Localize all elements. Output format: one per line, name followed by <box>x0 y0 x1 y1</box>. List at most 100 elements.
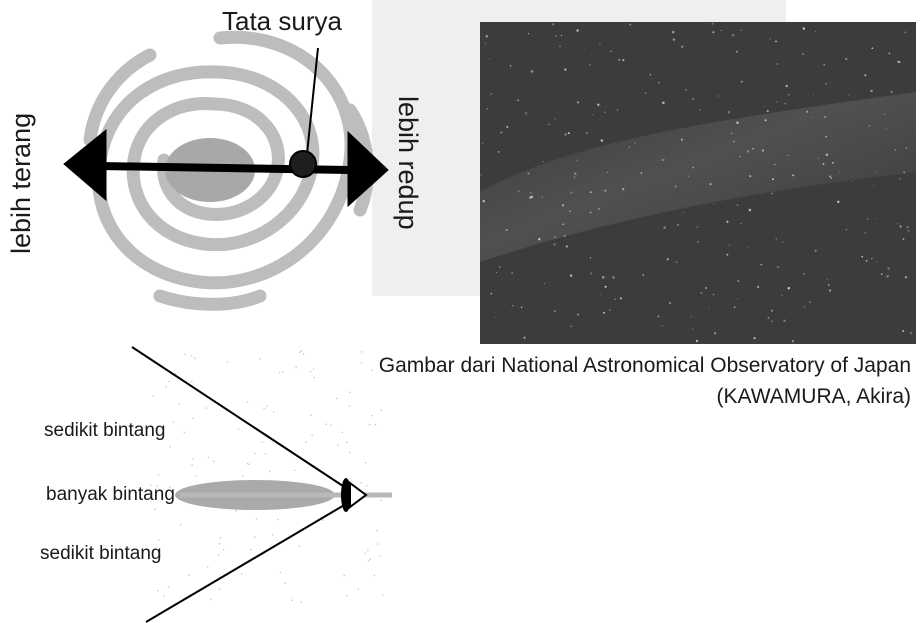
dust-speck <box>237 428 240 430</box>
star-speck <box>657 160 659 161</box>
dust-speck <box>261 441 264 443</box>
star-speck <box>576 159 578 161</box>
star-speck <box>672 38 676 41</box>
dust-speck <box>310 414 312 416</box>
star-speck <box>776 101 778 103</box>
star-speck <box>554 118 556 120</box>
star-speck <box>644 91 647 95</box>
dimmer-label: lebih redup <box>393 96 423 230</box>
star-speck <box>740 80 743 83</box>
star-speck <box>604 105 606 107</box>
star-speck <box>817 157 819 159</box>
star-speck <box>657 315 660 318</box>
dust-speck <box>336 397 338 400</box>
star-speck <box>668 302 672 305</box>
star-speck <box>776 63 779 65</box>
dust-speck <box>240 573 243 575</box>
dust-speck <box>364 461 367 464</box>
dust-speck <box>172 421 175 423</box>
dust-speck <box>291 599 293 601</box>
star-speck <box>642 274 645 276</box>
dust-speck <box>298 545 301 547</box>
dust-speck <box>313 376 315 379</box>
dust-speck <box>379 555 382 557</box>
star-speck <box>830 82 832 84</box>
dust-speck <box>364 552 367 555</box>
star-speck <box>845 57 848 61</box>
eye-lens-icon <box>341 478 351 512</box>
star-speck <box>809 301 811 303</box>
star-speck <box>825 153 829 157</box>
star-speck <box>704 286 708 290</box>
star-speck <box>548 123 550 126</box>
dust-speck <box>235 510 238 512</box>
star-speck <box>588 63 591 66</box>
milky-way-photo <box>480 22 916 344</box>
dust-speck <box>346 594 348 597</box>
star-speck <box>781 294 783 296</box>
star-speck <box>851 180 853 182</box>
star-speck <box>524 112 528 115</box>
star-speck <box>775 238 777 240</box>
star-speck <box>739 155 741 158</box>
star-speck <box>712 31 715 34</box>
star-speck <box>517 190 520 192</box>
star-speck <box>622 59 625 62</box>
star-speck <box>585 132 588 134</box>
many-stars-label: banyak bintang <box>46 484 175 505</box>
star-speck <box>649 73 652 76</box>
star-speck <box>784 103 786 105</box>
dust-speck <box>380 409 383 412</box>
star-speck <box>717 95 719 97</box>
star-speck <box>813 94 815 96</box>
star-speck <box>561 204 565 207</box>
dust-speck <box>295 366 297 369</box>
star-speck <box>899 225 902 228</box>
star-speck <box>829 175 832 178</box>
star-speck <box>606 172 608 174</box>
star-speck <box>896 223 898 225</box>
dust-speck <box>311 434 313 436</box>
dust-speck <box>157 589 159 592</box>
star-speck <box>713 332 717 335</box>
dust-speck <box>206 566 209 568</box>
dust-speck <box>192 417 194 420</box>
star-speck <box>480 173 482 176</box>
star-speck <box>803 306 806 308</box>
dust-speck <box>157 473 160 476</box>
star-speck <box>600 105 602 107</box>
star-speck <box>845 228 848 231</box>
dust-speck <box>178 403 181 406</box>
dust-speck <box>361 351 363 353</box>
star-speck <box>517 99 519 102</box>
dust-speck <box>277 518 279 521</box>
star-speck <box>848 94 850 96</box>
dust-speck <box>309 370 312 373</box>
star-speck <box>885 128 887 130</box>
dust-speck <box>374 423 377 426</box>
dust-speck <box>281 371 284 373</box>
dust-speck <box>157 538 160 541</box>
star-speck <box>801 53 804 55</box>
star-speck <box>529 196 532 199</box>
dust-speck <box>278 371 281 374</box>
dust-speck <box>343 574 346 577</box>
star-speck <box>676 223 679 226</box>
dust-speck <box>299 351 301 353</box>
star-speck <box>764 119 767 122</box>
dust-speck <box>205 407 207 409</box>
dust-speck <box>183 431 186 434</box>
star-speck <box>600 139 604 142</box>
star-speck <box>865 259 868 262</box>
star-speck <box>902 330 905 333</box>
solar-system-label: Tata surya <box>222 6 342 36</box>
star-speck <box>871 47 874 50</box>
star-speck <box>907 229 910 232</box>
star-speck <box>735 50 738 53</box>
star-speck <box>785 84 788 88</box>
star-speck <box>680 45 684 49</box>
star-speck <box>616 109 619 111</box>
star-speck <box>604 285 607 288</box>
dust-speck <box>194 475 197 477</box>
star-speck <box>692 166 695 169</box>
